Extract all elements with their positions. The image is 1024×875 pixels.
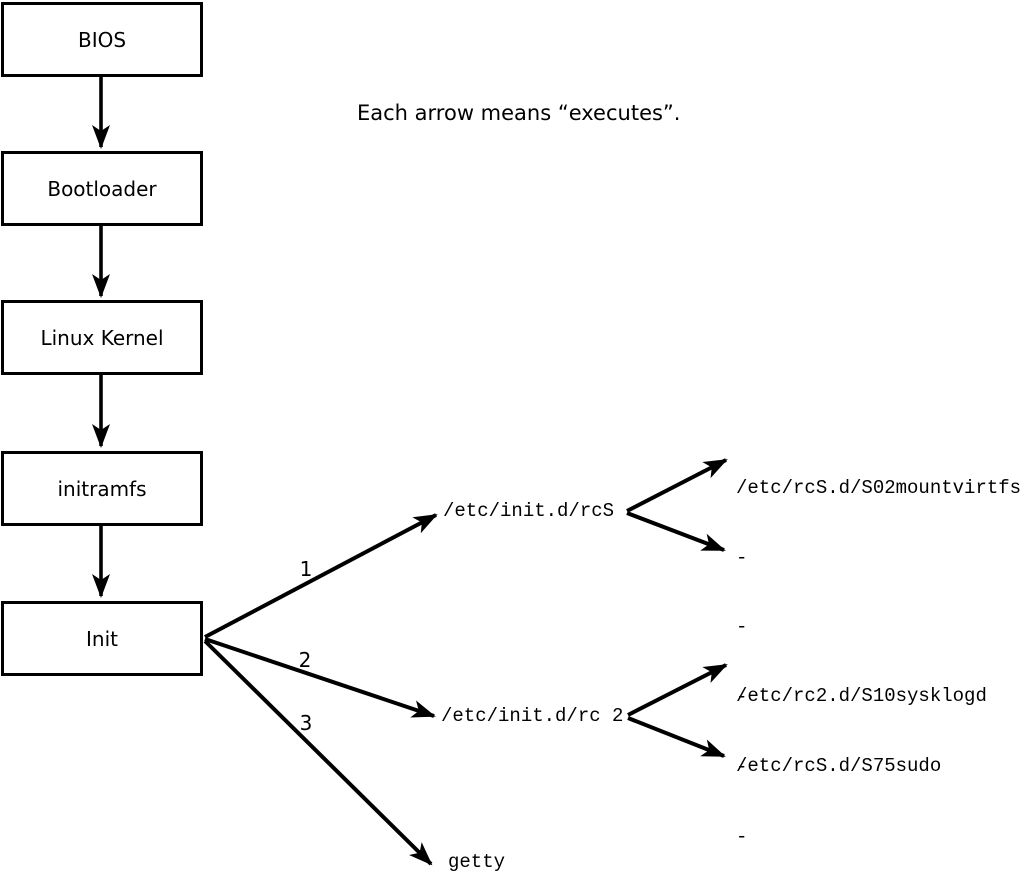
box-bios: BIOS xyxy=(1,2,203,77)
diagram-caption: Each arrow means “executes”. xyxy=(357,101,681,125)
box-bios-label: BIOS xyxy=(77,27,127,52)
label-getty: getty xyxy=(448,851,506,873)
ellipsis-dash: - xyxy=(736,685,748,708)
arrow-rc2-to-s10sysklogd xyxy=(627,663,728,717)
arrow-rcs-to-s75sudo xyxy=(626,511,726,552)
rcs-file-first: /etc/rcS.d/S02mountvirtfs xyxy=(736,477,1022,499)
box-initramfs-label: initramfs xyxy=(57,476,147,501)
box-init: Init xyxy=(1,601,203,676)
rcs-file-last: /etc/rcS.d/S75sudo xyxy=(736,755,942,777)
ellipsis-dash: - xyxy=(736,546,748,569)
ellipsis-dash: - xyxy=(736,616,748,638)
box-bootloader-label: Bootloader xyxy=(47,176,157,201)
rcs-file-list: /etc/rcS.d/S02mountvirtfs - - - /etc/rcS… xyxy=(736,432,1021,824)
rc2-file-list: /etc/rc2.d/S10sysklogd - - - /etc/rc2.d/… xyxy=(736,639,987,875)
box-linux-kernel: Linux Kernel xyxy=(1,300,203,375)
arrow-init-to-rcs xyxy=(204,513,438,639)
label-rcs-script: /etc/init.d/rcS xyxy=(443,500,615,522)
label-rc2-script: /etc/init.d/rc 2 xyxy=(441,705,624,727)
edge-label-3: 3 xyxy=(299,711,313,735)
arrow-init-to-getty xyxy=(203,639,433,866)
ellipsis-dash: - xyxy=(736,826,748,848)
arrow-init-to-rc2 xyxy=(204,637,436,718)
arrow-rc2-to-s99gdm xyxy=(627,716,726,758)
ellipsis-dash: - xyxy=(736,755,748,778)
edge-label-1: 1 xyxy=(299,557,313,581)
arrow-rcs-to-s02mountvirtfs xyxy=(626,458,728,513)
box-bootloader: Bootloader xyxy=(1,151,203,226)
edge-label-2: 2 xyxy=(298,648,312,672)
rc2-file-first: /etc/rc2.d/S10sysklogd xyxy=(736,685,987,707)
box-linux-kernel-label: Linux Kernel xyxy=(40,325,164,350)
box-init-label: Init xyxy=(86,626,118,651)
box-initramfs: initramfs xyxy=(1,451,203,526)
